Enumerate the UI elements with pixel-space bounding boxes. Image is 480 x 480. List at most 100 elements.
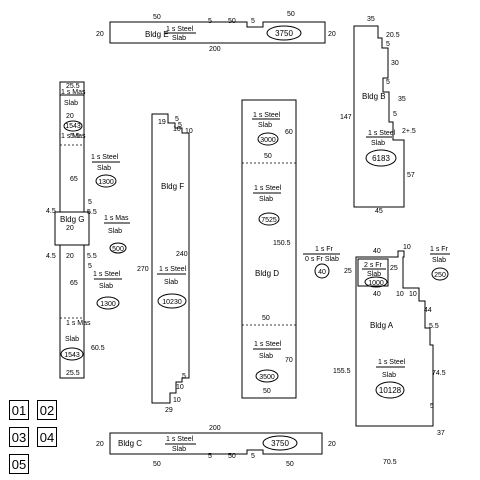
dim-label: 19 <box>158 119 166 126</box>
bldg-d-lower-slab: Slab <box>259 353 273 360</box>
dim-label: 20 <box>66 253 74 260</box>
page-button-02[interactable]: 02 <box>37 400 57 420</box>
building-d: 1 s Steel Slab 3000 60 50 1 s Steel Slab… <box>241 99 297 399</box>
bldg-e-construction: 1 s Steel <box>166 26 194 33</box>
dim-label: 50 <box>286 461 294 468</box>
dim-label: 25.5 <box>66 370 80 377</box>
bldg-g-steel1-area: 1300 <box>98 179 114 186</box>
dim-label: 40 <box>373 291 381 298</box>
dim-label: 29 <box>165 407 173 414</box>
bldg-g-steel2-slab: Slab <box>99 283 113 290</box>
annex-box <box>357 258 389 287</box>
bldg-d-upper-slab: Slab <box>258 122 272 129</box>
dim-label: 50 <box>153 14 161 21</box>
fr-right-area-oval <box>431 267 449 281</box>
dim-label: 2+.5 <box>402 128 416 135</box>
dim-label: 60.5 <box>91 345 105 352</box>
bldg-g-steel1-slab: Slab <box>97 165 111 172</box>
bldg-d-upper-area: 3000 <box>260 137 276 144</box>
dim-label: 5 <box>175 116 179 123</box>
bldg-g-mas-area-oval <box>109 242 127 254</box>
bldg-g-lower-slab: Slab <box>65 336 79 343</box>
dim-label: 155.5 <box>333 368 351 375</box>
bldg-b-area-oval <box>365 149 397 167</box>
bldg-d-upper-construction: 1 s Steel <box>253 112 281 119</box>
dim-label: 5 <box>208 18 212 25</box>
bldg-f-area: 10230 <box>162 299 182 306</box>
frame-annotations: 1 s Fr 0 s Fr Slab 40 1 s Fr Slab 250 <box>303 246 450 281</box>
dim-label: 10 <box>173 397 181 404</box>
dim-label: 35 <box>398 96 406 103</box>
dim-label: 5 <box>386 41 390 48</box>
dim-label: 240 <box>176 251 188 258</box>
bldg-c-slab: Slab <box>172 446 186 453</box>
dim-label: 5 <box>251 18 255 25</box>
bldg-g-lower-area: 1543 <box>64 352 80 359</box>
bldg-g-steel1-construction: 1 s Steel <box>91 154 119 161</box>
dim-label: 20 <box>96 441 104 448</box>
annex-area-oval <box>364 276 388 288</box>
dim-label: 25 <box>344 268 352 275</box>
bldg-a-area: 10128 <box>379 386 402 395</box>
dim-label: 5 <box>208 453 212 460</box>
dim-label: 20.5 <box>386 32 400 39</box>
bldg-a-construction: 1 s Steel <box>378 359 406 366</box>
bldg-e-slab: Slab <box>172 35 186 42</box>
dim-label: 270 <box>137 266 149 273</box>
bldg-d-lower-area: 3500 <box>259 374 275 381</box>
dim-label: 200 <box>209 46 221 53</box>
bldg-g-mas-area: 500 <box>112 246 124 253</box>
building-g: 1 s Mas 25.5 Slab 20 1543 1 s Mas 5.5 Bl… <box>46 81 130 379</box>
annex-area: 1000 <box>368 280 384 287</box>
dim-label: 65 <box>70 280 78 287</box>
dim-label: 5 <box>251 453 255 460</box>
bldg-a-area-oval <box>375 381 405 399</box>
page-button-01[interactable]: 01 <box>9 400 29 420</box>
bldg-b-construction: 1 s Steel <box>368 130 396 137</box>
dim-label: 44 <box>424 307 432 314</box>
dim-label: 10 <box>409 291 417 298</box>
dim-label: 70 <box>285 357 293 364</box>
bldg-g-upper-slab: Slab <box>64 100 78 107</box>
bldg-d-upper-area-oval <box>257 132 279 146</box>
dim-label: 10 <box>403 244 411 251</box>
bldg-f-slab: Slab <box>164 279 178 286</box>
annex-construction: 2 s Fr <box>364 262 383 269</box>
building-b: Bldg B 1 s Steel Slab 6183 35 20.5 5 30 … <box>340 16 416 215</box>
dim-label: 50 <box>228 453 236 460</box>
dim-label: 20 <box>328 31 336 38</box>
dim-label: 50 <box>262 315 270 322</box>
bldg-d-lower-area-oval <box>255 369 279 383</box>
bldg-c-construction: 1 s Steel <box>166 436 194 443</box>
dim-label: 5.5 <box>70 133 80 140</box>
fr-left-construction: 1 s Fr <box>315 246 334 253</box>
dim-label: 4.5 <box>46 208 56 215</box>
annex-slab: Slab <box>367 271 381 278</box>
dim-label: 57 <box>407 172 415 179</box>
dim-label: 10 <box>173 126 181 133</box>
dim-label: 5 <box>386 79 390 86</box>
bldg-c-area-oval <box>262 435 298 451</box>
page-button-03[interactable]: 03 <box>9 427 29 447</box>
bldg-d-label: Bldg D <box>255 269 279 278</box>
dim-label: 4.5 <box>46 253 56 260</box>
bldg-c-area: 3750 <box>271 439 289 448</box>
building-f: Bldg F 1 s Steel Slab 10230 19 5 10 10 5… <box>137 113 193 414</box>
bldg-g-mas-slab: Slab <box>108 228 122 235</box>
bldg-g-mas-construction: 1 s Mas <box>104 215 129 222</box>
page-button-04[interactable]: 04 <box>37 427 57 447</box>
bldg-d-mid-area-oval <box>258 212 280 226</box>
building-a: 2 s Fr Slab 1000 Bldg A 1 s Steel Slab 1… <box>333 244 446 466</box>
bldg-d-mid-area: 7525 <box>261 217 277 224</box>
dim-label: 5 <box>88 263 92 270</box>
dim-label: 147 <box>340 114 352 121</box>
bldg-e-area: 3750 <box>275 29 293 38</box>
fr-left-slab: 0 s Fr Slab <box>305 256 339 263</box>
dim-label: 45 <box>375 208 383 215</box>
dim-label: 10 <box>396 291 404 298</box>
bldg-a-slab: Slab <box>382 372 396 379</box>
page-button-05[interactable]: 05 <box>9 454 29 474</box>
bldg-g-steel2-area-oval <box>96 296 120 310</box>
dim-label: 37 <box>437 430 445 437</box>
dim-label: 60 <box>285 129 293 136</box>
